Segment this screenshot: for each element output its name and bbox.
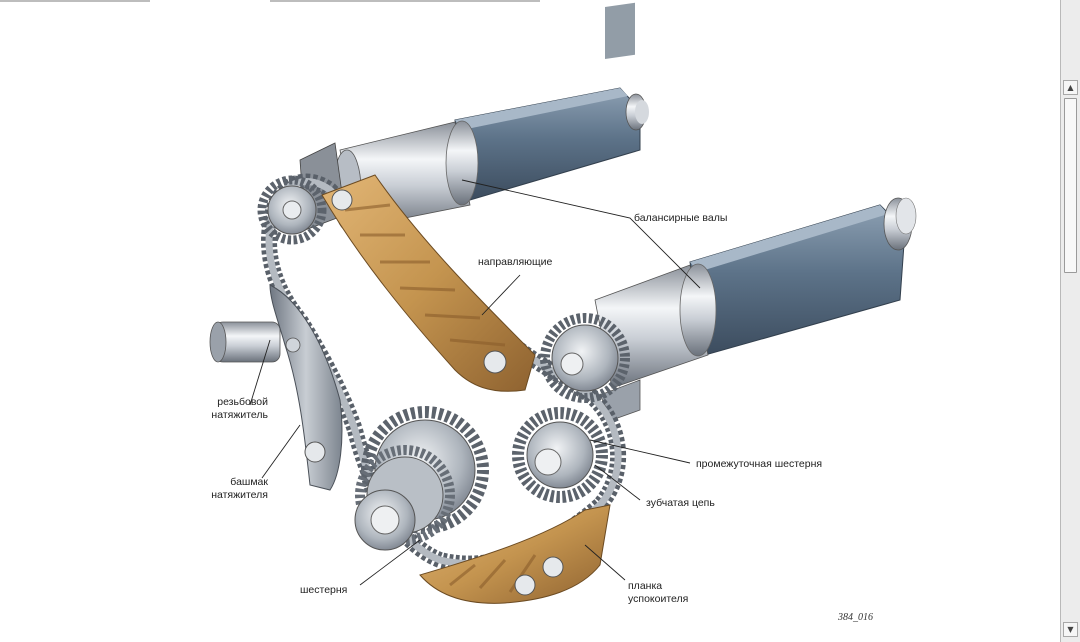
idler-gear bbox=[512, 407, 608, 503]
threaded-tensioner bbox=[209, 321, 281, 363]
label-toothed-chain: зубчатая цепь bbox=[646, 497, 715, 509]
leader-threaded-tensioner bbox=[249, 339, 271, 406]
label-gear: шестерня bbox=[300, 584, 348, 596]
leader-gear bbox=[359, 539, 421, 586]
tensioner-shoe bbox=[269, 284, 343, 491]
damper-bar bbox=[419, 504, 611, 604]
balance-shaft-gear bbox=[540, 313, 630, 403]
label-tensioner-shoe-line2: натяжителя bbox=[211, 489, 268, 501]
vertical-scrollbar[interactable]: ▲ ▼ bbox=[1060, 0, 1080, 642]
leader-lines bbox=[249, 179, 701, 586]
label-threaded-tensioner-line2: натяжитель bbox=[211, 409, 268, 421]
crankshaft-gears bbox=[354, 406, 489, 551]
chevron-up-icon: ▲ bbox=[1067, 83, 1074, 92]
label-guides: направляющие bbox=[478, 256, 553, 268]
scroll-up-button[interactable]: ▲ bbox=[1063, 80, 1078, 95]
leader-tensioner-shoe bbox=[261, 424, 301, 479]
label-damper-bar-line1: планка bbox=[628, 580, 663, 592]
leader-damper-bar bbox=[584, 544, 626, 581]
top-border-mid bbox=[270, 0, 540, 2]
scroll-down-button[interactable]: ▼ bbox=[1063, 622, 1078, 637]
upper-sprocket bbox=[257, 175, 327, 245]
label-idler-gear: промежуточная шестерня bbox=[696, 458, 823, 470]
label-damper-bar: планка успокоителя bbox=[628, 580, 688, 606]
label-balance-shafts: балансирные валы bbox=[634, 212, 728, 224]
label-damper-bar-line2: успокоителя bbox=[628, 593, 689, 605]
leader-guides bbox=[481, 274, 521, 316]
leader-balance-shafts bbox=[461, 179, 701, 289]
chevron-down-icon: ▼ bbox=[1067, 625, 1074, 634]
top-border-left bbox=[0, 0, 150, 2]
label-threaded-tensioner: резьбовой натяжитель bbox=[194, 396, 268, 422]
label-threaded-tensioner-line1: резьбовой bbox=[217, 396, 268, 408]
label-tensioner-shoe: башмак натяжителя bbox=[186, 476, 268, 502]
leader-idler-gear bbox=[589, 439, 691, 464]
lower-balance-shaft bbox=[594, 197, 917, 421]
leader-toothed-chain bbox=[594, 464, 641, 501]
label-tensioner-shoe-line1: башмак bbox=[230, 476, 268, 488]
scrollbar-thumb[interactable] bbox=[1064, 98, 1077, 273]
upper-chain-guide bbox=[321, 174, 536, 392]
figure-number: 384_016 bbox=[838, 612, 873, 623]
